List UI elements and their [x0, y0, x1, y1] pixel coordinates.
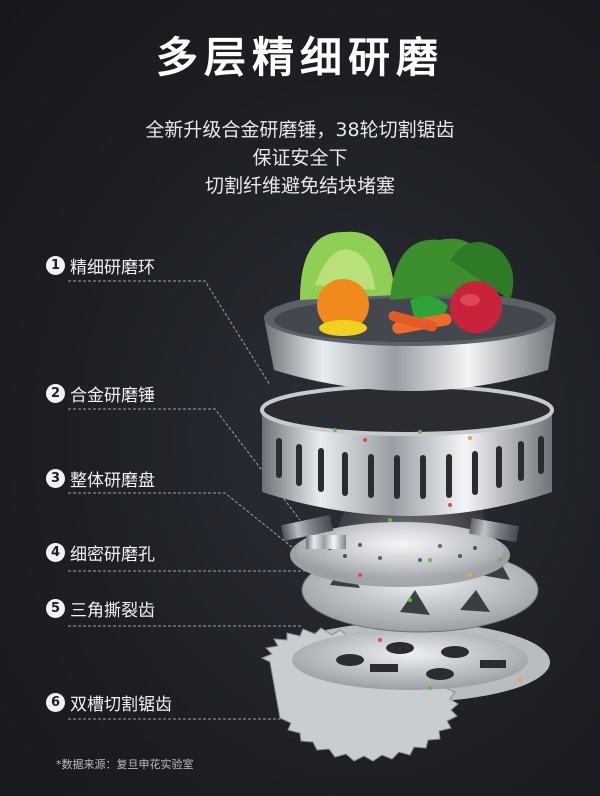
- data-source-footnote: *数据来源：复旦申花实验室: [56, 758, 194, 771]
- page-title: 多层精细研磨: [155, 33, 444, 82]
- component-label-4: 4 细密研磨孔: [46, 540, 155, 565]
- number-badge: 4: [46, 543, 65, 562]
- leader-line-1: [68, 280, 271, 386]
- subtitle-line-1: 全新升级合金研磨锤，38轮切割锯齿: [145, 119, 455, 141]
- particles: [333, 428, 522, 690]
- subtitle: 全新升级合金研磨锤，38轮切割锯齿 保证安全下 切割纤维避免结块堵塞: [0, 116, 600, 200]
- component-label-text: 细密研磨孔: [70, 545, 155, 565]
- number-badge: 2: [46, 384, 65, 403]
- number-badge: 5: [46, 599, 65, 618]
- component-label-3: 3 整体研磨盘: [46, 466, 155, 491]
- saw-disc: [260, 622, 550, 762]
- component-label-6: 6 双槽切割锯齿: [46, 690, 172, 715]
- vegetables-illustration: [300, 231, 514, 336]
- leader-line-3: [68, 492, 293, 548]
- component-label-text: 整体研磨盘: [70, 471, 155, 491]
- number-badge: 1: [46, 256, 65, 275]
- number-badge: 3: [46, 469, 65, 488]
- component-label-text: 合金研磨锤: [70, 386, 155, 406]
- subtitle-line-3: 切割纤维避免结块堵塞: [204, 175, 395, 197]
- component-label-2: 2 合金研磨锤: [46, 381, 155, 406]
- fine-grinding-ring: [264, 290, 556, 391]
- number-badge: 6: [46, 693, 65, 712]
- component-label-text: 三角撕裂齿: [70, 601, 155, 621]
- component-label-text: 精细研磨环: [70, 258, 155, 278]
- subtitle-line-2: 保证安全下: [252, 147, 348, 169]
- slotted-cage: [260, 384, 554, 516]
- component-label-5: 5 三角撕裂齿: [46, 596, 155, 621]
- component-label-1: 1 精细研磨环: [46, 253, 155, 278]
- component-label-text: 双槽切割锯齿: [70, 695, 172, 715]
